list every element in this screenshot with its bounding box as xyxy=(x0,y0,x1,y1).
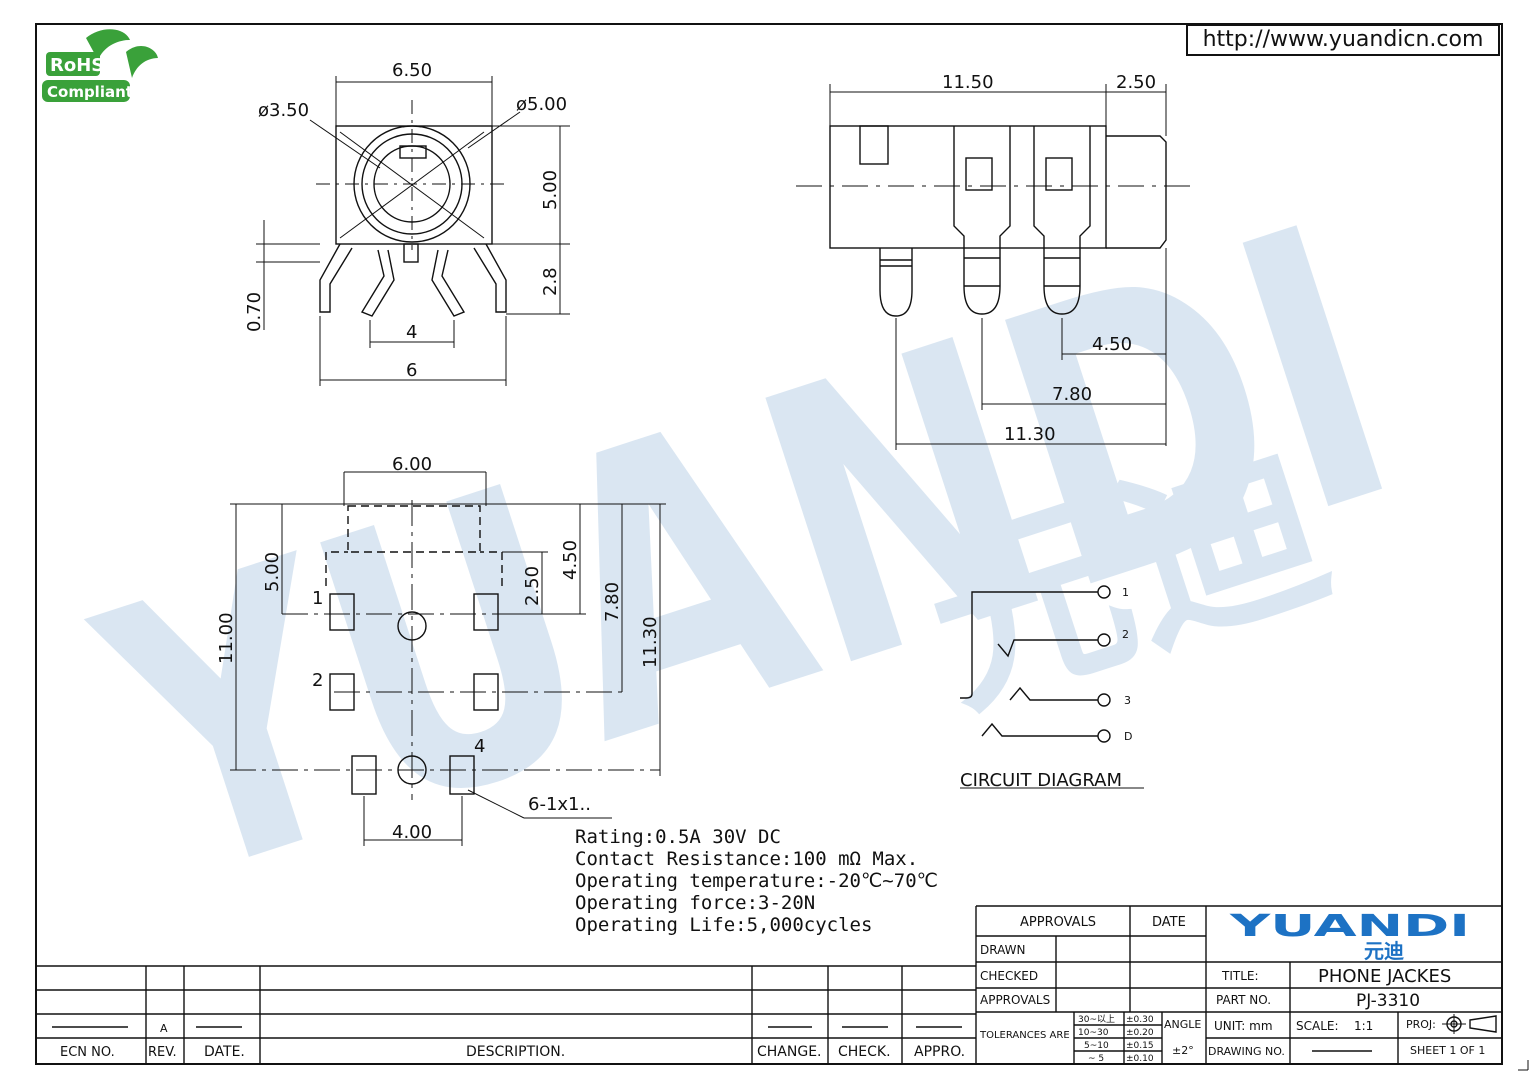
dim-width: 6.50 xyxy=(392,60,432,81)
dim-hole-large: ø5.00 xyxy=(516,94,567,115)
tol-range-1: 30~以上 xyxy=(1078,1014,1115,1025)
dim-inner-pitch: 4 xyxy=(406,322,417,343)
drawing-no-label: DRAWING NO. xyxy=(1208,1045,1285,1058)
dim-250: 2.50 xyxy=(522,566,543,606)
circuit-pin-d: D xyxy=(1124,730,1132,743)
header-check: CHECK. xyxy=(838,1044,891,1060)
sheet-border xyxy=(35,23,1503,1065)
rohs-line2: Compliant xyxy=(47,83,133,101)
spec-rating: Rating:0.5A 30V DC xyxy=(575,826,781,848)
dim-hole-small: ø3.50 xyxy=(258,100,309,121)
drawn-label: DRAWN xyxy=(980,943,1026,957)
angle-label: ANGLE xyxy=(1164,1018,1201,1031)
pad-note: 6-1x1.. xyxy=(528,794,591,815)
rohs-logo: RoHS Compliant xyxy=(42,29,158,102)
angle-value: ±2° xyxy=(1172,1044,1194,1057)
tolerances-label: TOLERANCES ARE xyxy=(979,1030,1070,1041)
pin-label-2: 2 xyxy=(312,670,323,691)
dim-leg-height: 2.8 xyxy=(540,267,561,296)
dim-bottom-width: 4.00 xyxy=(392,822,432,843)
circuit-diagram xyxy=(960,585,1144,789)
circuit-labels: 1 2 3 D CIRCUIT DIAGRAM xyxy=(960,586,1132,791)
header-appro: APPRO. xyxy=(914,1044,965,1060)
dim-height: 5.00 xyxy=(540,170,561,210)
tol-value-3: ±0.15 xyxy=(1126,1041,1154,1051)
header-date: DATE. xyxy=(204,1044,245,1060)
scale-value: 1:1 xyxy=(1354,1019,1373,1033)
unit-label: UNIT: mm xyxy=(1214,1019,1273,1033)
dim-pin3: 4.50 xyxy=(1092,334,1132,355)
revision-block xyxy=(36,906,977,1064)
revision-labels: A ECN NO. REV. DATE. DESCRIPTION. CHANGE… xyxy=(60,1022,965,1060)
spec-resistance: Contact Resistance:100 mΩ Max. xyxy=(575,848,919,870)
tol-range-2: 10~30 xyxy=(1078,1028,1109,1038)
spec-force: Operating force:3-20N xyxy=(575,892,816,914)
dim-outer-pitch: 6 xyxy=(406,360,417,381)
spec-temperature: Operating temperature:-20℃~70℃ xyxy=(575,870,938,892)
date-header: DATE xyxy=(1152,915,1186,930)
title-label: TITLE: xyxy=(1221,969,1259,983)
tol-range-3: 5~10 xyxy=(1084,1041,1109,1051)
front-view-labels: 6.50 ø3.50 ø5.00 5.00 2.8 0.70 4 6 xyxy=(244,60,567,381)
title-value: PHONE JACKES xyxy=(1318,966,1451,987)
circuit-pin-2: 2 xyxy=(1122,628,1129,641)
dim-1100: 11.00 xyxy=(216,612,237,664)
header-change: CHANGE. xyxy=(757,1044,822,1060)
checked-label: CHECKED xyxy=(980,969,1038,983)
rohs-line1: RoHS xyxy=(50,55,104,76)
circuit-title: CIRCUIT DIAGRAM xyxy=(960,770,1122,791)
sheet-label: SHEET 1 OF 1 xyxy=(1410,1044,1485,1057)
side-view xyxy=(796,84,1196,450)
pin-label-4: 4 xyxy=(474,736,485,757)
header-rev: REV. xyxy=(148,1045,177,1060)
part-value: PJ-3310 xyxy=(1356,991,1420,1011)
brand-cjk: 元迪 xyxy=(1364,939,1404,963)
circuit-pin-1: 1 xyxy=(1122,586,1129,599)
side-view-labels: 11.50 2.50 4.50 7.80 11.30 xyxy=(942,72,1156,445)
footprint-labels: 6.00 5.00 2.50 4.50 7.80 11.00 11.30 4.0… xyxy=(216,454,661,843)
scale-label: SCALE: xyxy=(1296,1019,1339,1033)
rev-value: A xyxy=(160,1022,168,1035)
header-ecn: ECN NO. xyxy=(60,1045,115,1060)
website-url[interactable]: http://www.yuandicn.com xyxy=(1186,24,1500,56)
dim-pin2: 7.80 xyxy=(1052,384,1092,405)
dim-nose-length: 2.50 xyxy=(1116,72,1156,93)
dim-body-length: 11.50 xyxy=(942,72,994,93)
dim-top-width: 6.00 xyxy=(392,454,432,475)
footprint-view xyxy=(230,471,666,846)
dim-leg-offset: 0.70 xyxy=(244,292,265,332)
dim-780: 7.80 xyxy=(602,582,623,622)
title-block xyxy=(976,905,1502,1064)
part-label: PART NO. xyxy=(1216,993,1271,1007)
dim-500: 5.00 xyxy=(262,552,283,592)
tol-value-4: ±0.10 xyxy=(1126,1054,1154,1064)
approvals-header: APPROVALS xyxy=(1020,915,1096,930)
circuit-pin-3: 3 xyxy=(1124,694,1131,707)
dim-450: 4.50 xyxy=(560,540,581,580)
brand-latin: YUANDI xyxy=(1228,909,1470,944)
approvals-label: APPROVALS xyxy=(980,993,1050,1007)
header-description: DESCRIPTION. xyxy=(466,1044,565,1060)
tol-value-1: ±0.30 xyxy=(1126,1015,1154,1025)
dim-pin1: 11.30 xyxy=(1004,424,1056,445)
tol-value-2: ±0.20 xyxy=(1126,1028,1154,1038)
pin-label-1: 1 xyxy=(312,588,323,609)
dim-1130: 11.30 xyxy=(640,616,661,668)
title-block-labels: APPROVALS DATE DRAWN CHECKED APPROVALS T… xyxy=(979,909,1485,1064)
tol-range-4: ~ 5 xyxy=(1088,1054,1104,1064)
spec-life: Operating Life:5,000cycles xyxy=(575,914,873,936)
front-view xyxy=(256,76,570,386)
proj-label: PROJ: xyxy=(1406,1018,1436,1031)
